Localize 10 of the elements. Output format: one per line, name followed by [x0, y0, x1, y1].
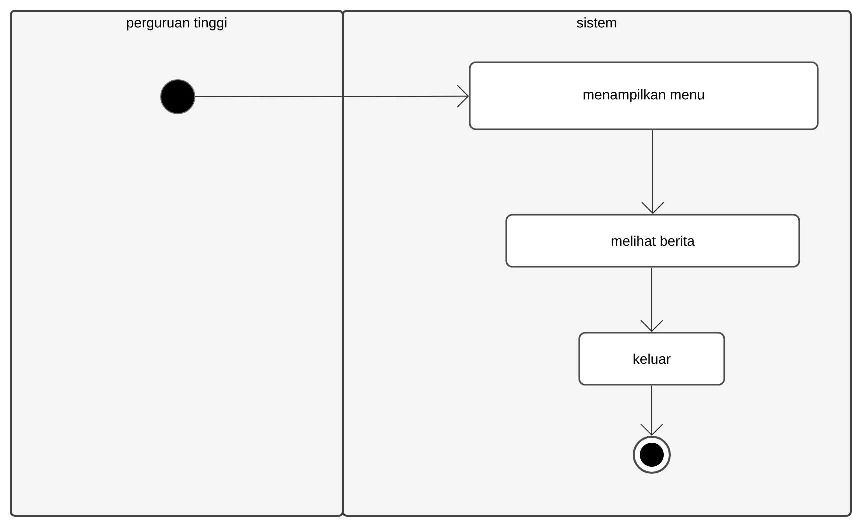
activity-box: menampilkan menu — [469, 62, 819, 130]
arrow — [640, 385, 664, 436]
final-node — [633, 436, 671, 474]
arrow — [642, 130, 664, 214]
arrow — [640, 267, 664, 332]
activity-box: keluar — [578, 332, 726, 386]
activity-box: melihat berita — [506, 214, 800, 268]
initial-node — [160, 80, 196, 114]
arrow — [195, 84, 470, 108]
swimlane: perguruan tinggi — [10, 10, 344, 517]
